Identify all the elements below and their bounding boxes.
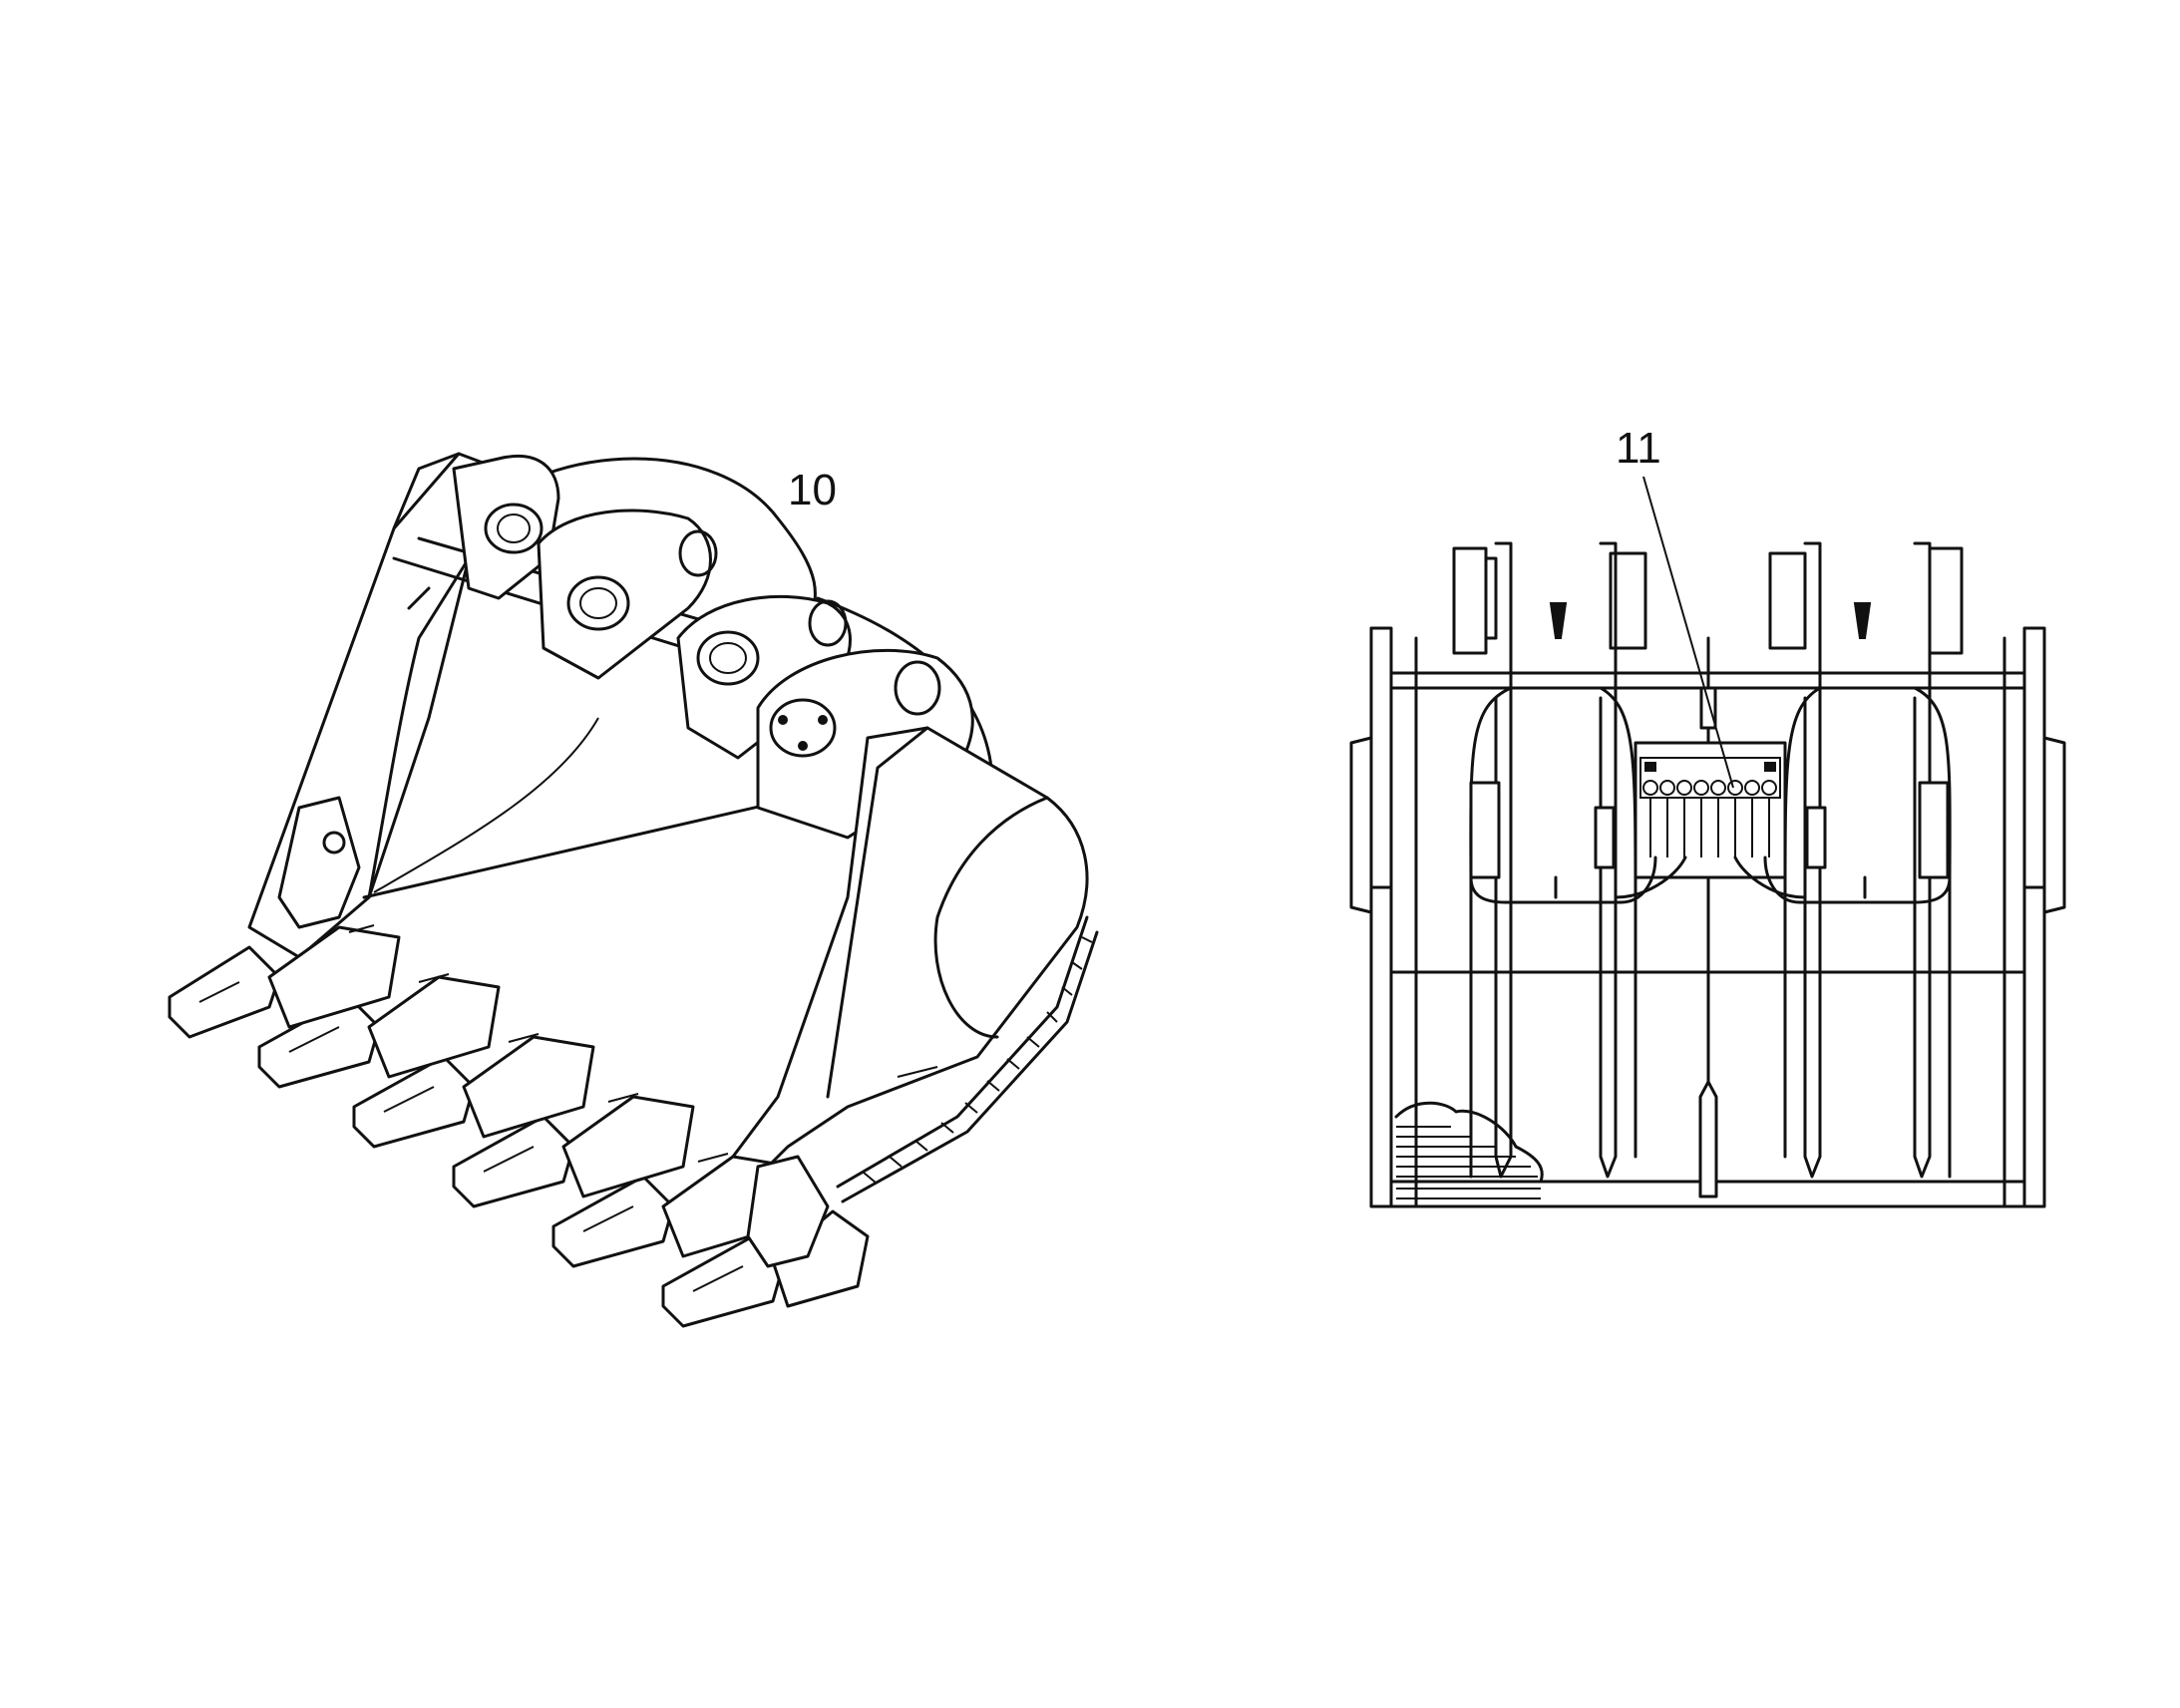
mounting-lug-2 — [537, 509, 718, 680]
front-lug-left-inner — [1599, 541, 1647, 1179]
hatched-section — [1394, 1101, 1544, 1199]
side-wear-strip — [836, 915, 1099, 1203]
front-lug-left-outer — [1452, 541, 1513, 1179]
front-lug-right-inner — [1768, 541, 1822, 1179]
callout-11: 11 — [1616, 424, 1661, 473]
tooth-1 — [168, 945, 281, 1039]
leader-line-11 — [1642, 476, 1734, 789]
front-lug-right-outer — [1913, 541, 1964, 1179]
callout-10: 10 — [788, 466, 837, 514]
mounting-lug-1 — [452, 454, 560, 600]
lubrication-distributor-block — [1634, 636, 1787, 879]
